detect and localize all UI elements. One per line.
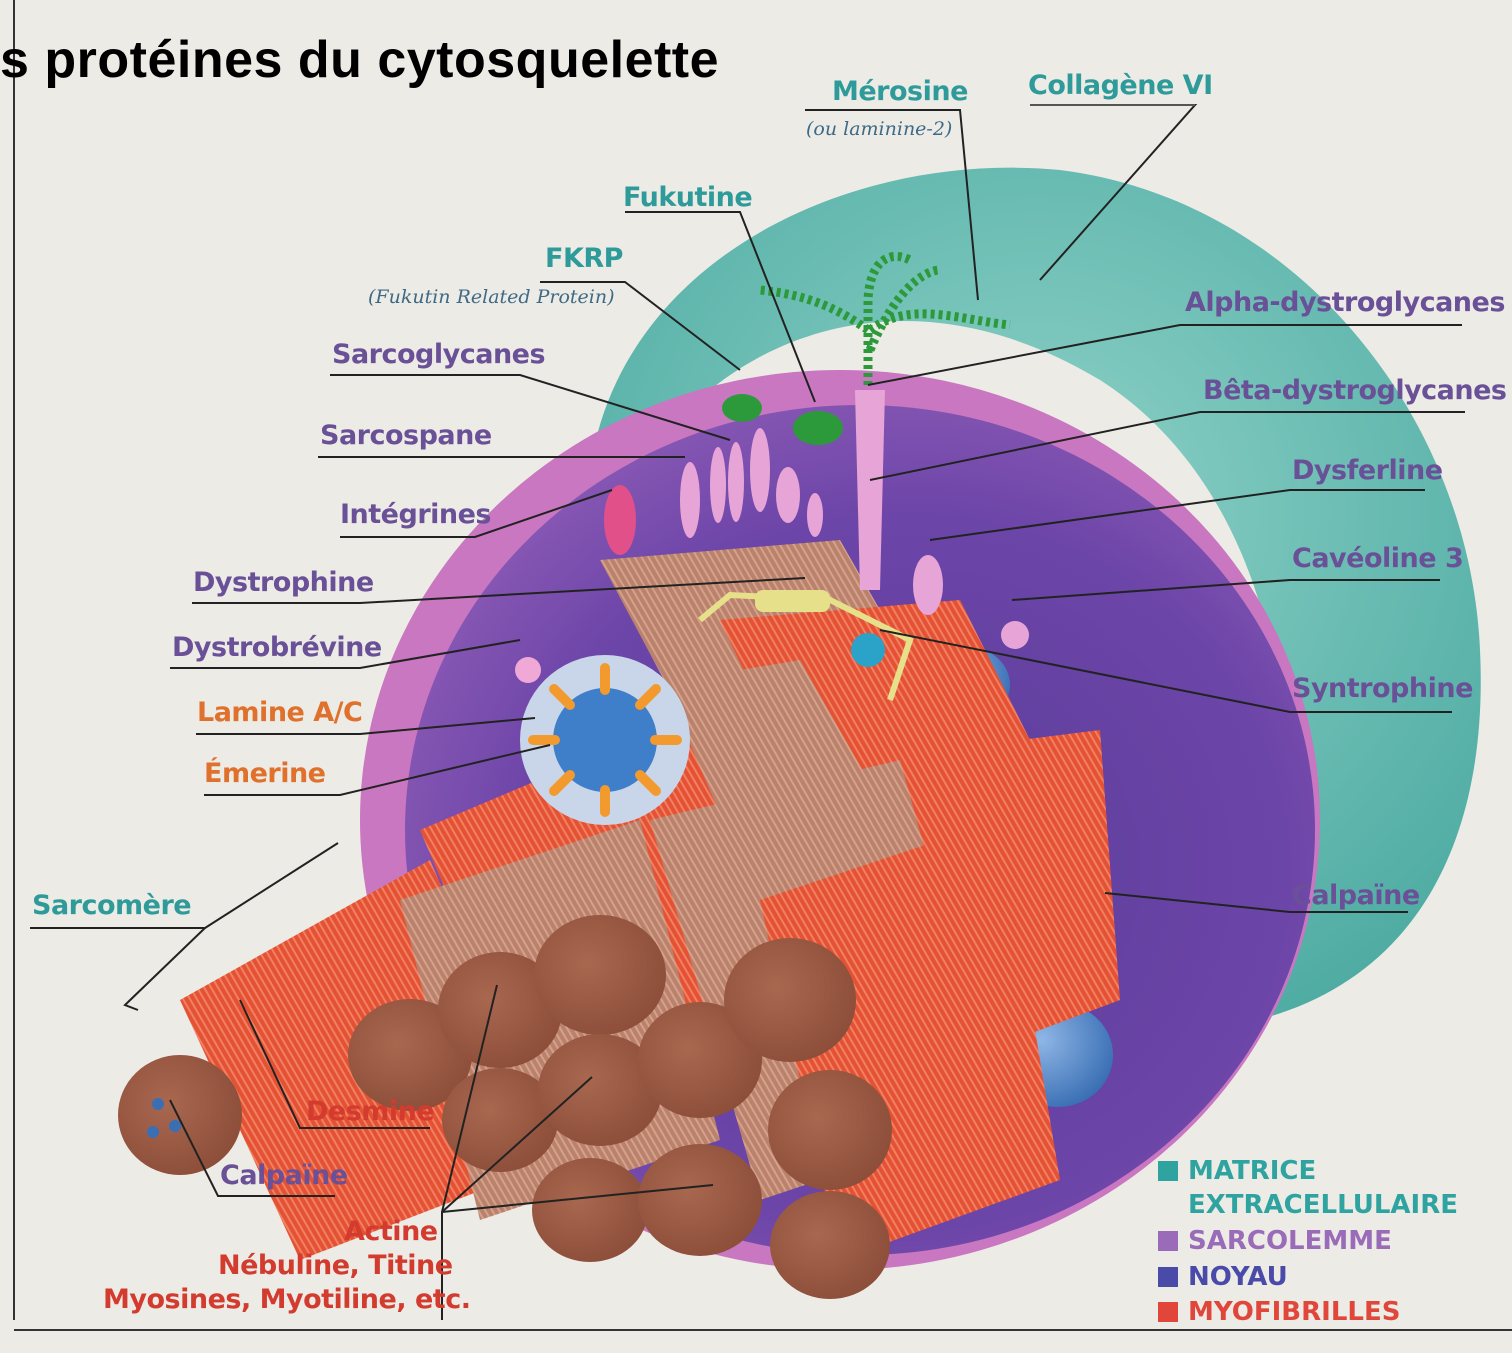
label-alpha-dystroglycanes: Alpha-dystroglycanes bbox=[1185, 287, 1505, 318]
label-collagene: Collagène VI bbox=[1028, 70, 1213, 101]
legend-item-sarcolemme: SARCOLEMME bbox=[1158, 1226, 1392, 1256]
page-title: s protéines du cytosquelette bbox=[0, 30, 719, 90]
legend-swatch bbox=[1158, 1267, 1178, 1287]
label-calpaine-right: Calpaïne bbox=[1292, 880, 1420, 911]
label-calpaine-left: Calpaïne bbox=[220, 1160, 348, 1191]
legend-swatch bbox=[1158, 1231, 1178, 1251]
label-nebuline: Nébuline, Titine bbox=[218, 1250, 453, 1281]
legend-swatch bbox=[1158, 1161, 1178, 1181]
label-merosine: Mérosine bbox=[832, 76, 968, 107]
legend-item-noyau: NOYAU bbox=[1158, 1262, 1288, 1292]
label-dystrobrevine: Dystrobrévine bbox=[172, 632, 382, 663]
nucleus bbox=[520, 655, 690, 825]
label-lamine: Lamine A/C bbox=[197, 697, 362, 728]
label-beta-dystroglycanes: Bêta-dystroglycanes bbox=[1203, 375, 1507, 406]
label-myosines: Myosines, Myotiline, etc. bbox=[103, 1284, 470, 1315]
legend-item-myofibrilles: MYOFIBRILLES bbox=[1158, 1297, 1400, 1327]
label-sarcomere: Sarcomère bbox=[32, 890, 191, 921]
label-sarcoglycanes: Sarcoglycanes bbox=[332, 339, 545, 370]
legend-item-matrice: MATRICE bbox=[1158, 1156, 1316, 1186]
label-dysferline: Dysferline bbox=[1292, 455, 1443, 486]
label-caveoline: Cavéoline 3 bbox=[1292, 543, 1463, 574]
label-syntrophine: Syntrophine bbox=[1292, 673, 1473, 704]
label-merosine-sub: (ou laminine-2) bbox=[806, 118, 952, 140]
label-integrines: Intégrines bbox=[340, 499, 491, 530]
label-actine: Actine bbox=[344, 1216, 438, 1247]
label-emerine: Émerine bbox=[204, 758, 326, 789]
legend-swatch bbox=[1158, 1302, 1178, 1322]
legend-item-extracellulaire: EXTRACELLULAIRE bbox=[1188, 1190, 1458, 1220]
label-sarcospane: Sarcospane bbox=[320, 420, 492, 451]
label-fkrp: FKRP bbox=[545, 243, 623, 274]
label-fukutine: Fukutine bbox=[623, 182, 752, 213]
label-desmine: Desmine bbox=[306, 1096, 434, 1127]
label-dystrophine: Dystrophine bbox=[193, 567, 374, 598]
label-fkrp-sub: (Fukutin Related Protein) bbox=[368, 286, 615, 308]
